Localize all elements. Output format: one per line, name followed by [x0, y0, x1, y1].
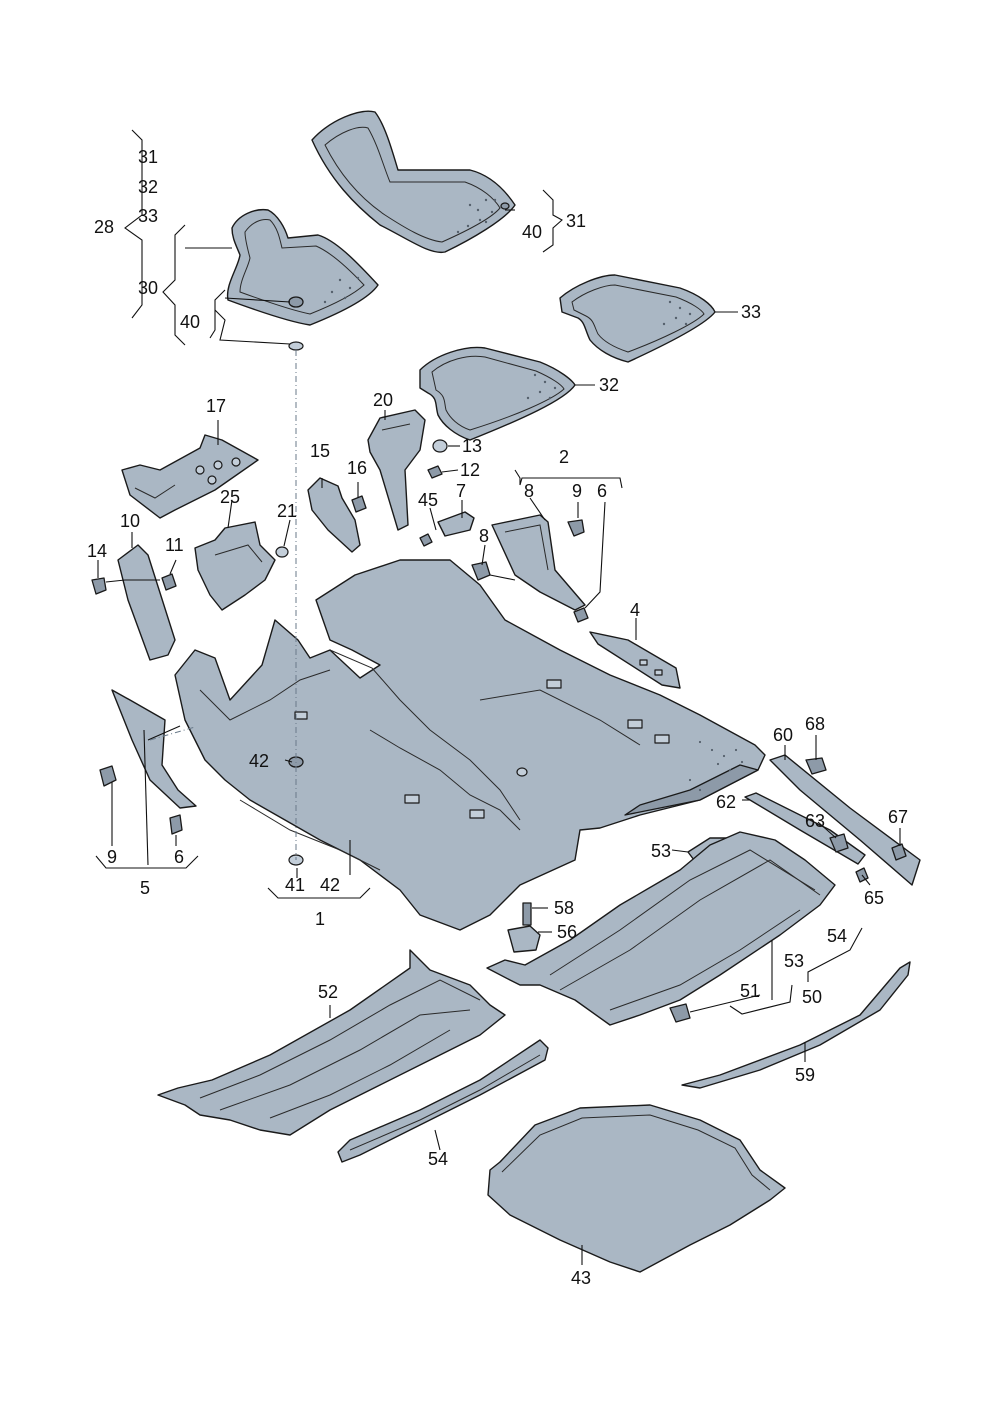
- label-31a: 31: [138, 147, 158, 167]
- label-12: 12: [460, 460, 480, 480]
- label-9a: 9: [572, 481, 582, 501]
- label-54a: 54: [827, 926, 847, 946]
- label-16: 16: [347, 458, 367, 478]
- label-42b: 42: [320, 875, 340, 895]
- floor-mat-rear-left[interactable]: [419, 346, 576, 441]
- clip-9-upper[interactable]: [567, 519, 585, 537]
- clip-67[interactable]: [891, 843, 907, 861]
- clip-9-lower[interactable]: [99, 765, 117, 787]
- trim-panel-5[interactable]: [111, 689, 197, 809]
- trim-panel-17[interactable]: [121, 434, 259, 519]
- rear-trim-cover-50[interactable]: [486, 831, 836, 1026]
- label-45: 45: [418, 490, 438, 510]
- screw-45[interactable]: [419, 533, 433, 547]
- label-7: 7: [456, 481, 466, 501]
- label-63: 63: [805, 811, 825, 831]
- clip-63[interactable]: [829, 833, 849, 853]
- label-54b: 54: [428, 1149, 448, 1169]
- label-20: 20: [373, 390, 393, 410]
- label-51: 51: [740, 981, 760, 1001]
- label-41: 41: [285, 875, 305, 895]
- label-1: 1: [315, 909, 325, 929]
- label-42a: 42: [249, 751, 269, 771]
- label-56: 56: [557, 922, 577, 942]
- bracket-56[interactable]: [507, 925, 541, 953]
- label-28: 28: [94, 217, 114, 237]
- label-9b: 9: [107, 847, 117, 867]
- clip-16[interactable]: [351, 495, 367, 513]
- label-6a: 6: [597, 481, 607, 501]
- luggage-floor-mat-43[interactable]: [487, 1104, 786, 1273]
- clip-12[interactable]: [427, 465, 443, 479]
- label-33a: 33: [138, 206, 158, 226]
- label-53a: 53: [651, 841, 671, 861]
- label-67: 67: [888, 807, 908, 827]
- label-4: 4: [630, 600, 640, 620]
- label-65: 65: [864, 888, 884, 908]
- label-43: 43: [571, 1268, 591, 1288]
- clip-21[interactable]: [275, 546, 289, 558]
- alignment-dash-line-2: [149, 726, 196, 741]
- clip-6-lower[interactable]: [169, 814, 183, 835]
- trim-strip-59[interactable]: [681, 961, 911, 1089]
- label-5: 5: [140, 878, 150, 898]
- label-17: 17: [206, 396, 226, 416]
- label-31b: 31: [566, 211, 586, 231]
- label-32a: 32: [138, 177, 158, 197]
- label-50: 50: [802, 987, 822, 1007]
- label-40a: 40: [180, 312, 200, 332]
- floor-mat-rear-right[interactable]: [559, 274, 716, 363]
- clip-6-upper[interactable]: [573, 607, 589, 623]
- label-8b: 8: [479, 526, 489, 546]
- label-21: 21: [277, 501, 297, 521]
- clip-14[interactable]: [91, 577, 107, 595]
- label-53b: 53: [784, 951, 804, 971]
- screw-58[interactable]: [522, 902, 532, 926]
- clip-51[interactable]: [669, 1003, 691, 1023]
- label-58: 58: [554, 898, 574, 918]
- clip-8-lower[interactable]: [471, 561, 491, 581]
- clip-13[interactable]: [432, 439, 448, 453]
- label-33b: 33: [741, 302, 761, 322]
- trim-panel-25[interactable]: [194, 521, 276, 611]
- floor-mat-front-right[interactable]: [226, 208, 379, 351]
- floor-mat-front-left[interactable]: [311, 110, 516, 254]
- label-2: 2: [559, 447, 569, 467]
- label-32b: 32: [599, 375, 619, 395]
- label-6b: 6: [174, 847, 184, 867]
- label-8a: 8: [524, 481, 534, 501]
- sill-strip-54[interactable]: [337, 1039, 549, 1163]
- trim-panel-15[interactable]: [307, 477, 361, 553]
- trim-panel-20[interactable]: [367, 409, 426, 531]
- label-30: 30: [138, 278, 158, 298]
- trim-strip-4[interactable]: [589, 631, 681, 689]
- label-59: 59: [795, 1065, 815, 1085]
- leader-lines: [95, 129, 901, 1265]
- label-62: 62: [716, 792, 736, 812]
- label-52: 52: [318, 982, 338, 1002]
- label-10: 10: [120, 511, 140, 531]
- main-floor-carpet[interactable]: [174, 559, 766, 931]
- trim-strip-60[interactable]: [769, 754, 921, 886]
- label-25: 25: [220, 487, 240, 507]
- rear-trim-panel-52[interactable]: [157, 949, 506, 1136]
- label-40b: 40: [522, 222, 542, 242]
- trim-panel-10[interactable]: [117, 544, 176, 661]
- label-13: 13: [462, 436, 482, 456]
- clip-68[interactable]: [805, 757, 827, 775]
- part-number-labels: 31 32 33 28 30 40 40 31 33 32 17 20 13 1…: [87, 147, 908, 1288]
- label-11: 11: [165, 535, 184, 555]
- label-14: 14: [87, 541, 107, 561]
- label-68: 68: [805, 714, 825, 734]
- label-15: 15: [310, 441, 330, 461]
- bracket-7[interactable]: [437, 511, 475, 537]
- label-60: 60: [773, 725, 793, 745]
- screw-11[interactable]: [161, 573, 177, 591]
